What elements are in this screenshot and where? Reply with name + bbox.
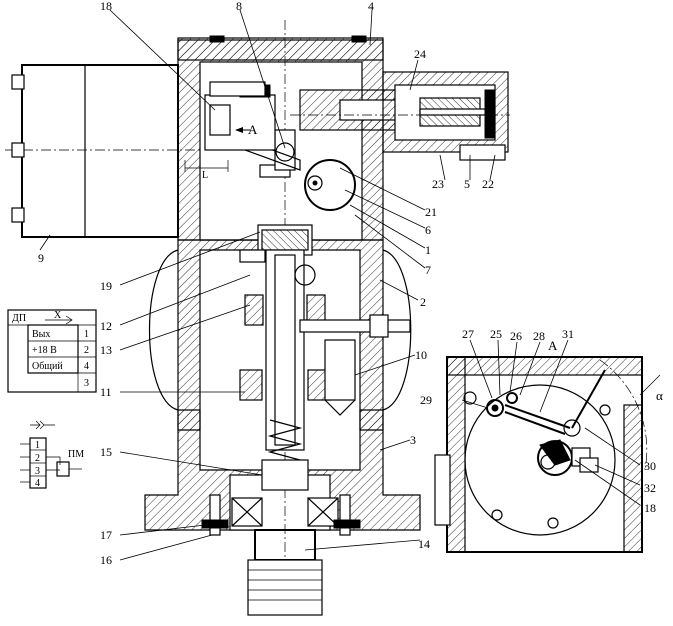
callout-29: 29 [420,393,432,407]
callout-13: 13 [100,343,112,357]
leader-lines [39,9,496,561]
callout-17: 17 [100,528,112,542]
callout-12: 12 [100,319,112,333]
callout-21: 21 [425,205,437,219]
switch-diagram [20,420,82,489]
switch-pin-3: 3 [35,466,40,477]
section-label: A [548,338,558,353]
callout-labels: 18 8 4 24 23 5 22 21 6 1 7 2 10 3 9 19 1… [38,0,656,567]
callout-3: 3 [410,433,416,447]
connector-row-4-pin: 3 [84,378,89,389]
callout-11: 11 [100,385,112,399]
switch-pin-1: 1 [35,440,40,451]
connector-row-1-pin: 1 [84,329,89,340]
callout-16: 16 [100,553,112,567]
callout-32: 32 [644,481,656,495]
callout-15: 15 [100,445,112,459]
side-components [239,249,411,416]
solenoid-unit [290,71,510,161]
callout-28: 28 [533,329,545,343]
switch-label: ПМ [68,449,84,460]
central-shaft [201,224,361,616]
connector-row-2-pin: 2 [84,345,89,356]
connector-row-2-label: +18 В [32,345,57,356]
angle-label: α [656,388,663,403]
callout-22: 22 [482,177,494,191]
callout-19: 19 [100,279,112,293]
callout-26: 26 [510,329,522,343]
section-view-a [434,339,661,553]
callout-31: 31 [562,327,574,341]
callout-30: 30 [644,459,656,473]
switch-pin-4: 4 [35,478,40,489]
connector-row-3-label: Общий [32,361,63,372]
callout-10: 10 [415,348,427,362]
callout-7: 7 [425,263,431,277]
callout-25: 25 [490,327,502,341]
callout-18-section: 18 [644,501,656,515]
callout-4: 4 [368,0,374,13]
callout-2: 2 [420,295,426,309]
connector-row-3-pin: 4 [84,361,89,372]
cam-mechanism [244,129,356,211]
limit-switch [204,81,276,151]
connector-row-1-label: Вых [32,329,50,340]
connector-title: ДП [12,313,26,324]
callout-23: 23 [432,177,444,191]
connector-symbol: X [54,310,62,321]
callout-8: 8 [236,0,242,13]
callout-9: 9 [38,251,44,265]
electric-motor [11,64,179,238]
callout-27: 27 [462,327,474,341]
switch-pin-2: 2 [35,453,40,464]
dimension-label: L [202,170,208,181]
callout-14: 14 [418,537,430,551]
callout-1: 1 [425,243,431,257]
connector-table [7,309,97,393]
view-arrow-label: A [248,122,258,137]
callout-18: 18 [100,0,112,13]
callout-5: 5 [464,177,470,191]
callout-24: 24 [414,47,426,61]
callout-6: 6 [425,223,431,237]
